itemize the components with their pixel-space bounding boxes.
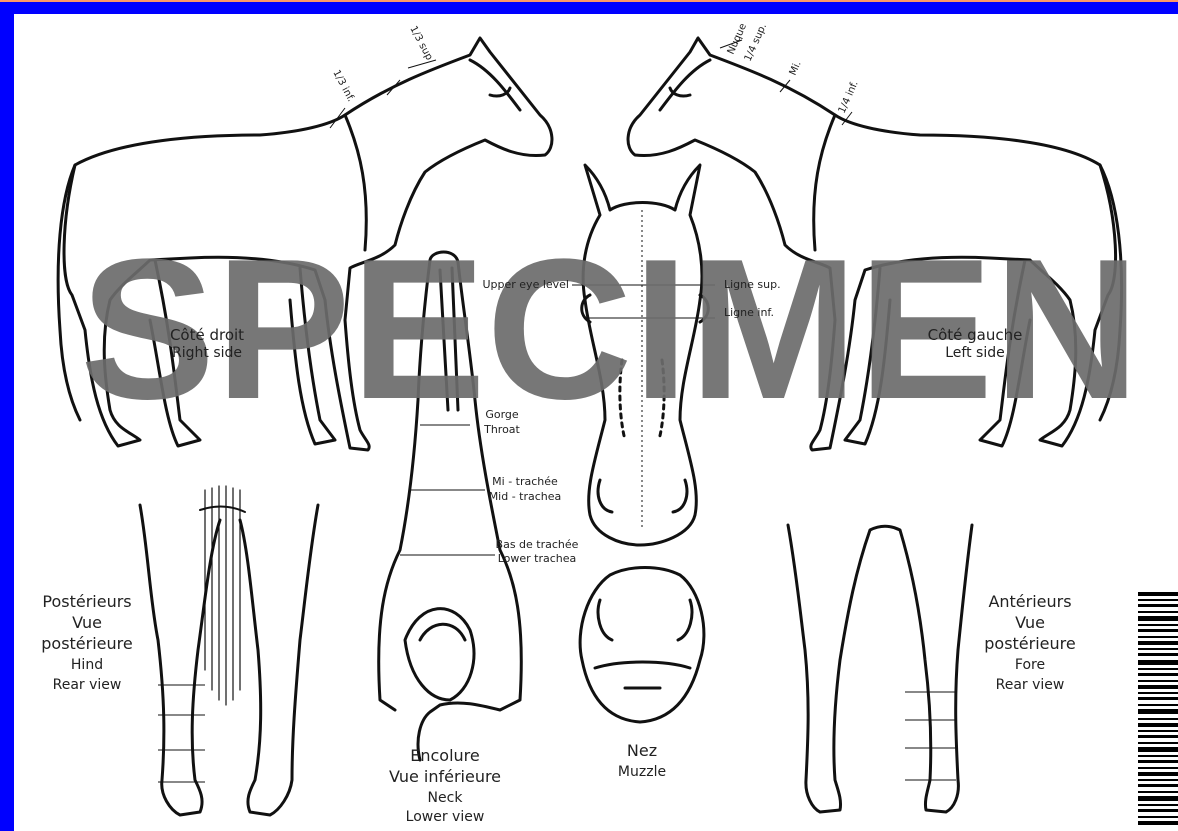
neck-title-fr-2: Vue inférieure [389, 767, 501, 786]
head-ligne-inf: Ligne inf. [724, 306, 774, 319]
hind-title-fr-2: Vue [72, 613, 102, 632]
hind-title-fr-1: Postérieurs [42, 592, 131, 611]
right-mark-inf: 1/3 inf. [330, 68, 356, 104]
left-side-title-en: Left side [945, 345, 1004, 361]
hind-title-en-2: Rear view [53, 677, 122, 693]
neck-title-en-1: Neck [428, 790, 464, 806]
left-mark-quarter-inf: 1/4 inf. [837, 79, 861, 115]
neck-title-fr-1: Encolure [410, 746, 480, 765]
head-upper-eye-level: Upper eye level [482, 278, 569, 291]
right-side-title-fr: Côté droit [170, 326, 244, 344]
fore-title-fr-3: postérieure [984, 634, 1075, 653]
right-side-title-en: Right side [172, 345, 242, 361]
fore-legs-rear-view-drawing [788, 525, 972, 812]
neck-mi-trachee: Mi - trachée [492, 475, 558, 488]
fore-title-en-1: Fore [1015, 657, 1045, 673]
hind-title-en-1: Hind [71, 657, 103, 673]
horse-muzzle-drawing [580, 568, 704, 723]
neck-bas-trachee: Bas de trachée [496, 538, 579, 551]
hind-title-fr-3: postérieure [41, 634, 132, 653]
hind-legs-rear-view-drawing [140, 486, 318, 815]
right-mark-sup: 1/3 sup [407, 24, 434, 62]
neck-throat: Throat [483, 423, 520, 436]
neck-title-en-2: Lower view [406, 809, 485, 825]
left-side-title-fr: Côté gauche [928, 326, 1023, 344]
fore-title-fr-2: Vue [1015, 613, 1045, 632]
muzzle-title-fr: Nez [627, 741, 657, 760]
fore-title-en-2: Rear view [996, 677, 1065, 693]
left-mark-mid: Mi. [788, 59, 804, 77]
neck-lower-trachea: Lower trachea [498, 552, 577, 565]
fore-title-fr-1: Antérieurs [988, 592, 1071, 611]
barcode [1138, 592, 1178, 825]
muzzle-title-en: Muzzle [618, 764, 666, 780]
neck-gorge: Gorge [485, 408, 519, 421]
head-ligne-sup: Ligne sup. [724, 278, 781, 291]
neck-mid-trachea: Mid - trachea [489, 490, 562, 503]
